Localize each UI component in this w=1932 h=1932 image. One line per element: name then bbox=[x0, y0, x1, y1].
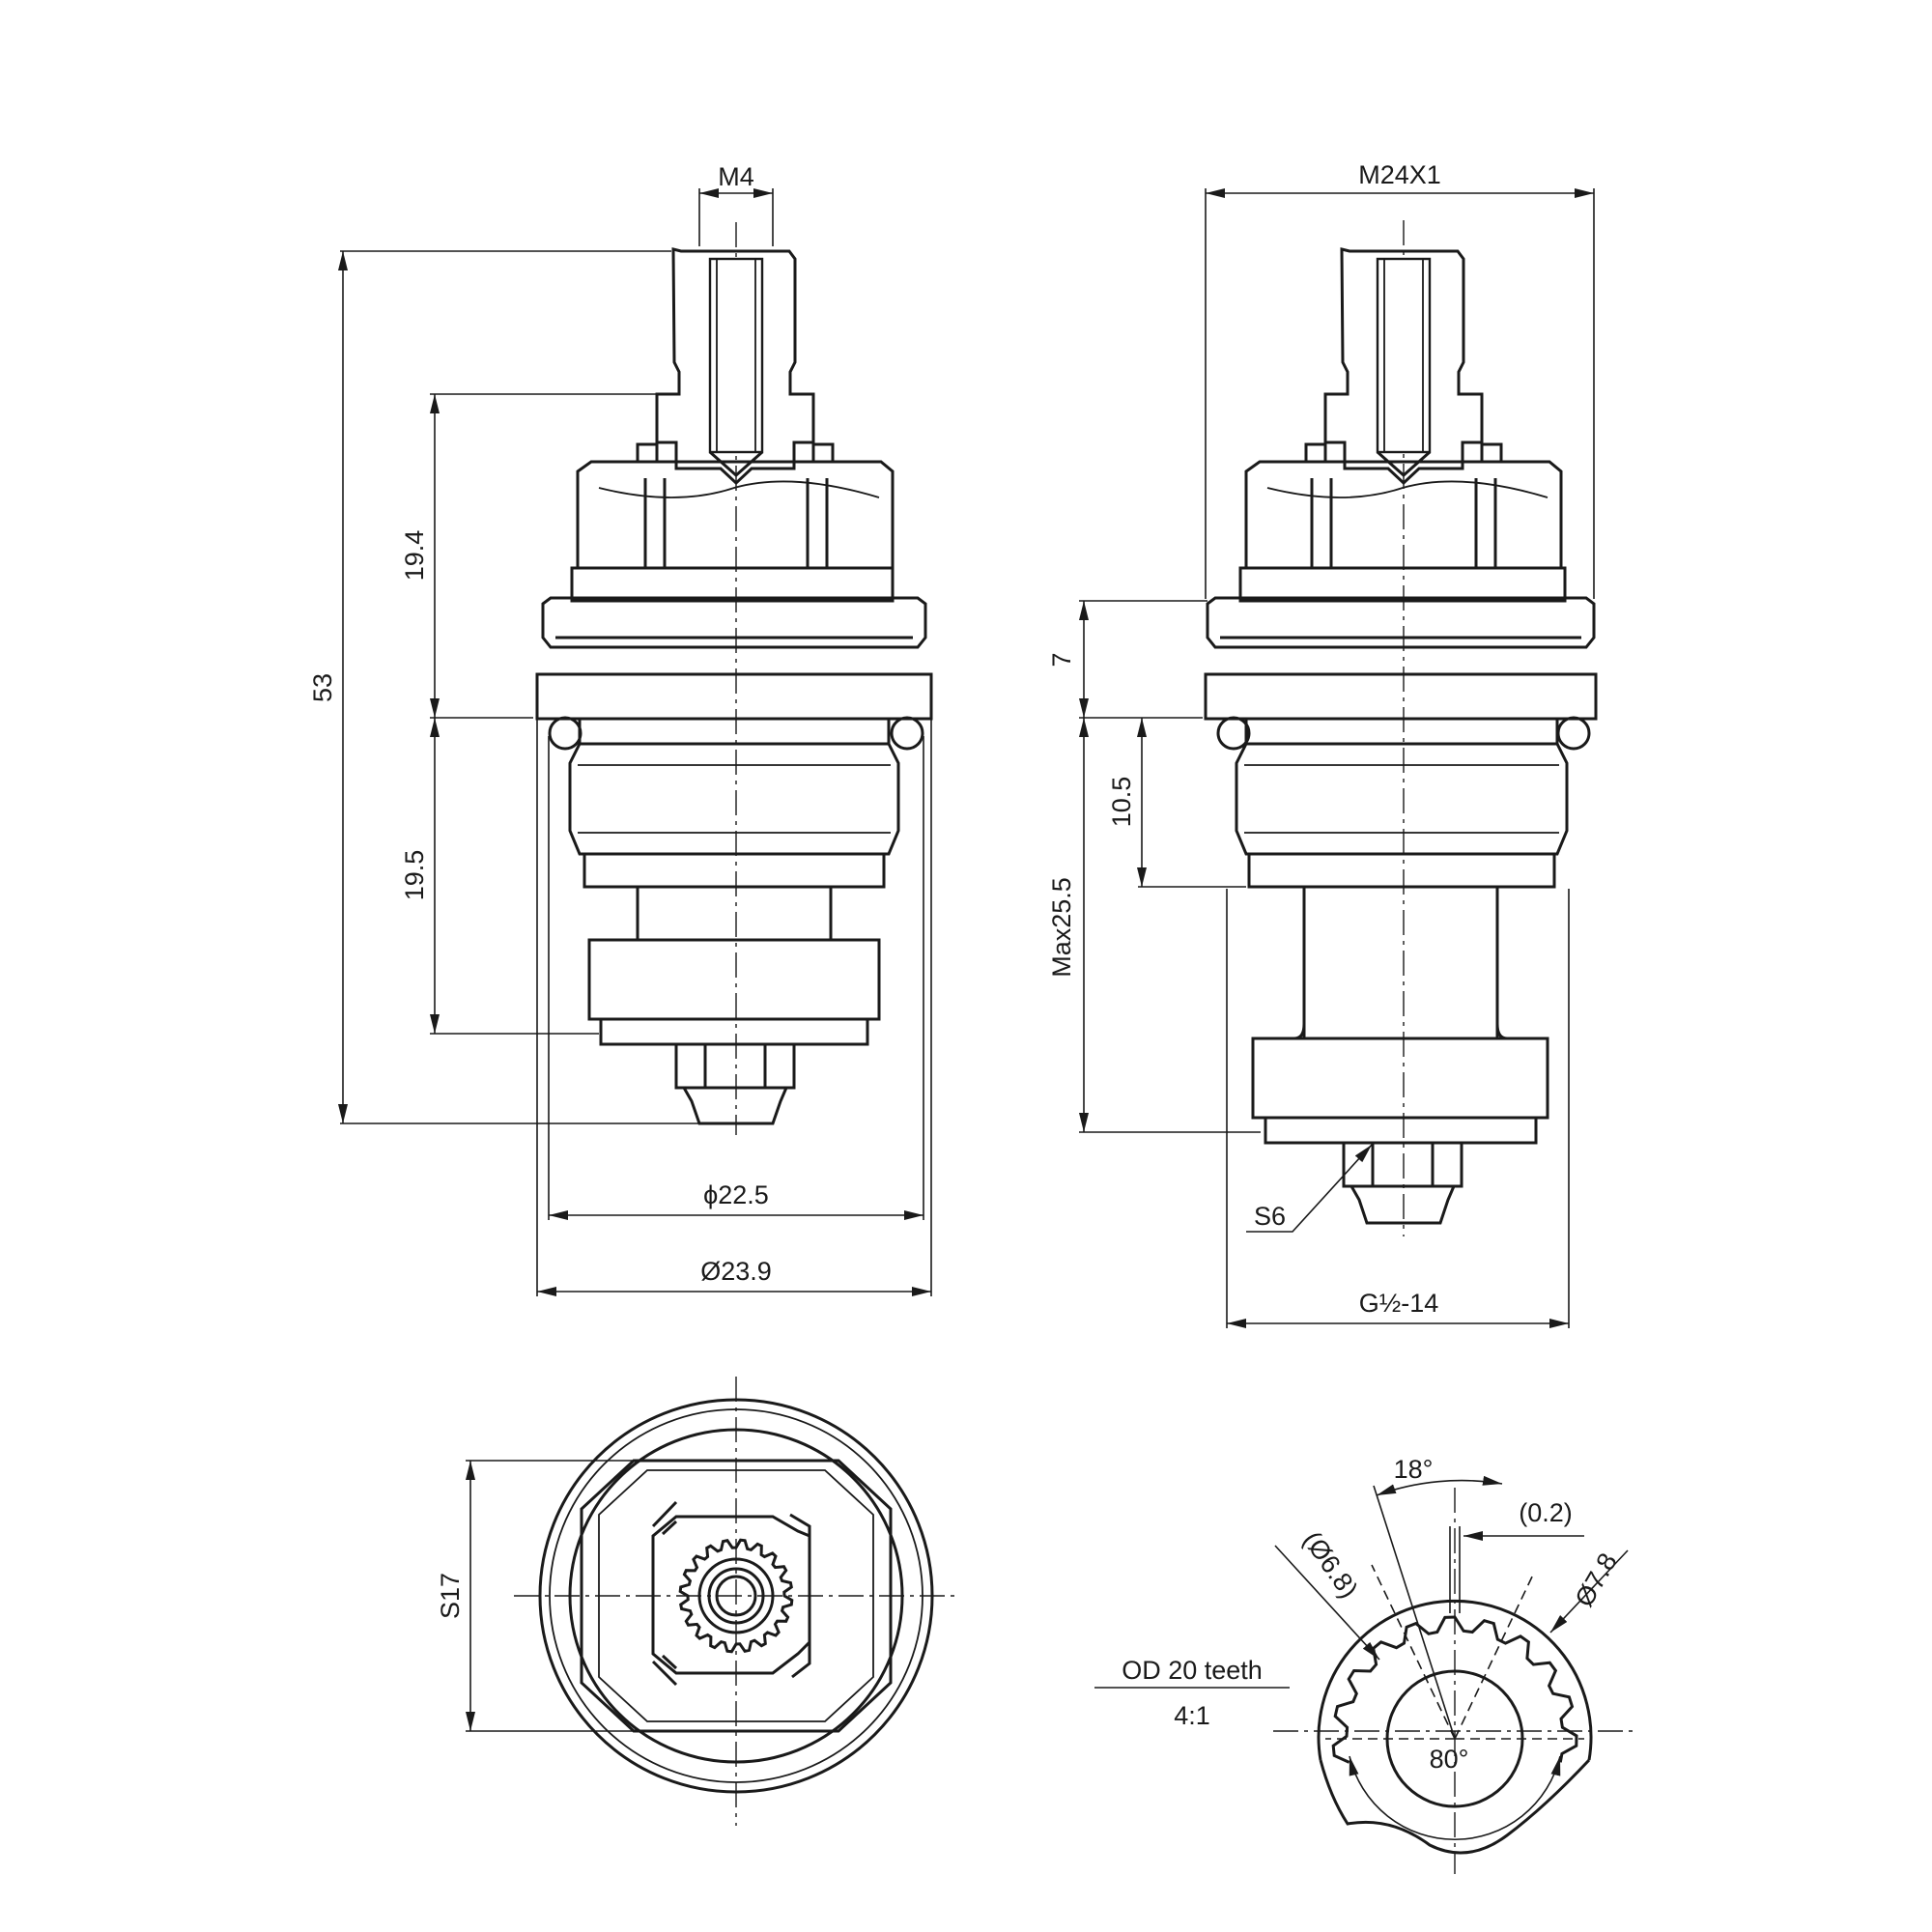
note-scale: 4:1 bbox=[1174, 1701, 1210, 1730]
detail-labels: 18° (0.2) (Ø6.8) Ø7.8 OD 20 teeth 4:1 80… bbox=[1122, 1455, 1623, 1774]
dim-pipe-thread: G½-14 bbox=[1359, 1289, 1439, 1318]
dim-height-max: Max25.5 bbox=[1047, 877, 1076, 978]
side-dimensions: M24X1 7 10.5 Max25.5 S6 G½-14 bbox=[1047, 160, 1595, 1328]
front-spindle bbox=[655, 247, 815, 486]
dim-thread-outer: M24X1 bbox=[1358, 160, 1441, 189]
dim-height-lower: 19.5 bbox=[400, 850, 429, 901]
front-view bbox=[535, 222, 933, 1135]
side-spindle bbox=[1323, 247, 1484, 486]
front-dimensions: M4 53 19.4 19.5 ϕ22.5 Ø23.9 bbox=[308, 162, 932, 1296]
dim-diameter-tip: Ø7.8 bbox=[1570, 1548, 1623, 1612]
dim-diameter-root: (Ø6.8) bbox=[1297, 1526, 1363, 1604]
dim-height-total: 53 bbox=[308, 673, 337, 702]
dim-height-thread: 10.5 bbox=[1107, 777, 1136, 828]
dim-diameter-outer: Ø23.9 bbox=[700, 1257, 772, 1286]
side-view bbox=[1204, 220, 1598, 1236]
dim-angle-bottom: 80° bbox=[1430, 1745, 1469, 1774]
dim-hex-size: S17 bbox=[436, 1573, 465, 1619]
bottom-dimensions: S17 bbox=[436, 1460, 633, 1732]
front-hex-body bbox=[576, 460, 895, 570]
bottom-view bbox=[514, 1377, 958, 1826]
dim-angle-top: 18° bbox=[1394, 1455, 1434, 1484]
bottom-gear bbox=[678, 1538, 794, 1654]
dim-height-flange: 7 bbox=[1047, 652, 1076, 667]
dim-height-upper: 19.4 bbox=[400, 530, 429, 582]
note-teeth: OD 20 teeth bbox=[1122, 1656, 1263, 1685]
dim-thread-top: M4 bbox=[718, 162, 754, 191]
dim-diameter-inner: ϕ22.5 bbox=[703, 1180, 769, 1209]
dim-hex-nut: S6 bbox=[1254, 1202, 1286, 1231]
detail-gear-teeth bbox=[1331, 1615, 1578, 1764]
detail-view bbox=[1094, 1475, 1637, 1874]
bottom-hex bbox=[580, 1459, 893, 1733]
dim-gap: (0.2) bbox=[1519, 1498, 1573, 1527]
